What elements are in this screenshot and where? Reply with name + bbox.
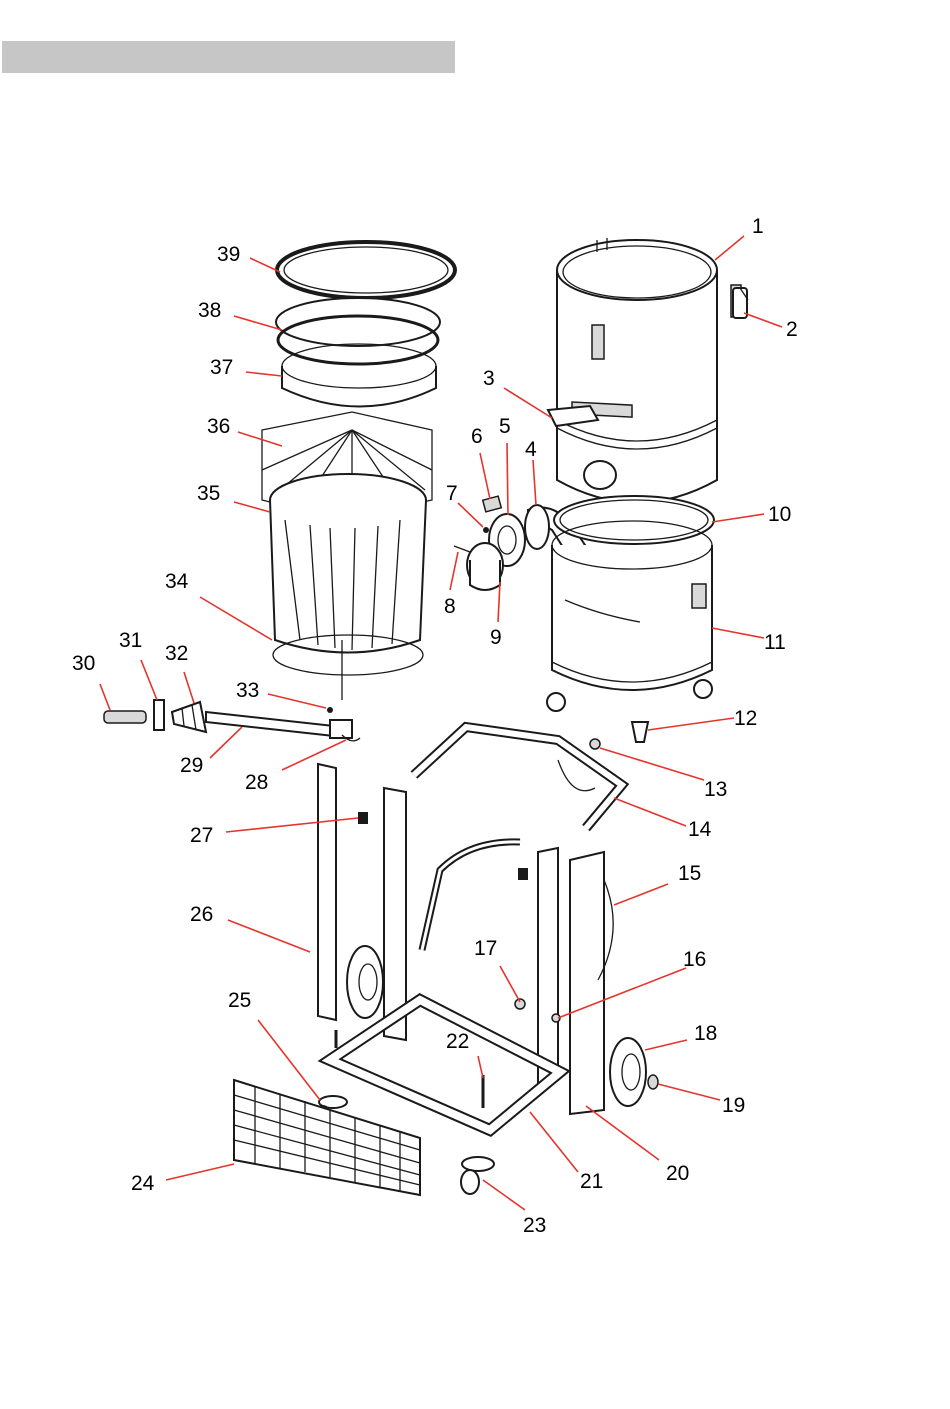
base-frame bbox=[330, 1000, 560, 1130]
lower-drum bbox=[547, 496, 714, 711]
hub-cap bbox=[648, 1075, 658, 1089]
side-plate-right bbox=[538, 848, 604, 1114]
pleated-filter bbox=[270, 474, 426, 700]
callout-20: 20 bbox=[666, 1162, 689, 1185]
callout-9: 9 bbox=[490, 626, 502, 649]
grip-plate bbox=[154, 700, 164, 730]
frame-clip bbox=[358, 812, 368, 824]
callout-26: 26 bbox=[190, 903, 213, 926]
callout-38: 38 bbox=[198, 299, 221, 322]
callout-33: 33 bbox=[236, 679, 259, 702]
callout-11: 11 bbox=[764, 631, 786, 654]
inlet-plate bbox=[483, 496, 502, 512]
callout-29: 29 bbox=[180, 754, 203, 777]
callout-31: 31 bbox=[119, 629, 142, 652]
end-cap bbox=[590, 739, 600, 749]
callout-22: 22 bbox=[446, 1030, 469, 1053]
filter-collar bbox=[282, 344, 436, 407]
grip-boot bbox=[172, 702, 206, 732]
callout-1: 1 bbox=[752, 215, 764, 238]
callout-3: 3 bbox=[483, 367, 495, 390]
callout-36: 36 bbox=[207, 415, 230, 438]
handle-grip bbox=[104, 711, 146, 723]
callout-27: 27 bbox=[190, 824, 213, 847]
callout-5: 5 bbox=[499, 415, 511, 438]
back-handle bbox=[422, 842, 520, 950]
callout-4: 4 bbox=[525, 438, 537, 461]
callout-39: 39 bbox=[217, 243, 240, 266]
wheel-right bbox=[610, 1038, 646, 1106]
callout-25: 25 bbox=[228, 989, 251, 1012]
caster-back bbox=[461, 1157, 494, 1194]
inlet-screw bbox=[483, 527, 489, 533]
inlet-coupling bbox=[467, 543, 503, 590]
callout-35: 35 bbox=[197, 482, 220, 505]
callout-8: 8 bbox=[444, 595, 456, 618]
callout-28: 28 bbox=[245, 771, 268, 794]
filter-ring bbox=[276, 298, 440, 364]
callout-30: 30 bbox=[72, 652, 95, 675]
callout-24: 24 bbox=[131, 1172, 155, 1195]
handle-bar bbox=[206, 712, 352, 738]
frame-clip-2 bbox=[518, 868, 528, 880]
callout-23: 23 bbox=[523, 1214, 546, 1237]
callout-34: 34 bbox=[165, 570, 189, 593]
callout-17: 17 bbox=[474, 937, 497, 960]
rubber-foot bbox=[632, 722, 648, 742]
upper-drum bbox=[548, 238, 741, 503]
callout-37: 37 bbox=[210, 356, 233, 379]
callout-16: 16 bbox=[683, 948, 706, 971]
callout-19: 19 bbox=[722, 1094, 745, 1117]
inlet-pin bbox=[454, 546, 470, 552]
callout-13: 13 bbox=[704, 778, 727, 801]
callout-2: 2 bbox=[786, 318, 798, 341]
callout-32: 32 bbox=[165, 642, 188, 665]
callout-10: 10 bbox=[768, 503, 791, 526]
callout-18: 18 bbox=[694, 1022, 717, 1045]
callout-21: 21 bbox=[580, 1170, 603, 1193]
callout-12: 12 bbox=[734, 707, 757, 730]
callout-7: 7 bbox=[446, 482, 458, 505]
wheel-left bbox=[347, 946, 383, 1018]
callout-14: 14 bbox=[688, 818, 712, 841]
callout-15: 15 bbox=[678, 862, 701, 885]
callout-6: 6 bbox=[471, 425, 483, 448]
top-seal bbox=[277, 242, 455, 298]
handle-screw bbox=[327, 707, 333, 713]
